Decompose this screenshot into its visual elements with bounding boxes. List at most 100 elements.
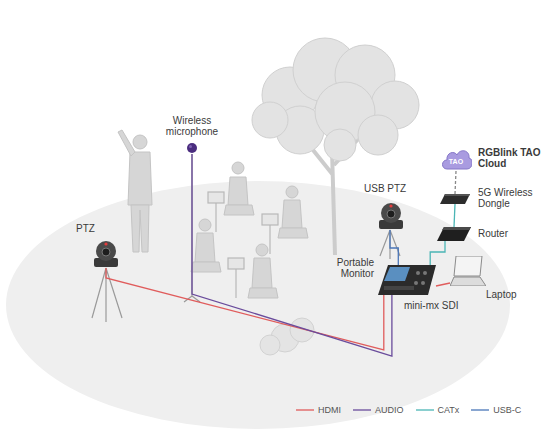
device-label: Router	[478, 228, 508, 239]
scene-circle	[189, 145, 192, 148]
music-stands	[208, 192, 278, 298]
device-icon	[437, 227, 471, 241]
scene-circle	[286, 186, 298, 198]
scene-path	[215, 203, 216, 232]
scene-path	[131, 205, 149, 252]
scene-path	[128, 152, 152, 205]
device-icon	[440, 145, 472, 171]
device-icon	[450, 256, 486, 286]
dongle-device: 5G Wireless Dongle	[440, 194, 470, 204]
scene-polygon	[384, 267, 410, 281]
scene-circle	[232, 162, 244, 174]
scene-circle	[133, 135, 147, 149]
tripods	[92, 230, 400, 322]
scene-rect	[262, 214, 278, 225]
scene-circle	[290, 318, 314, 342]
scene-rect	[384, 286, 414, 290]
legend-line	[296, 409, 314, 410]
scene-rect	[379, 220, 403, 229]
scene-path	[252, 258, 272, 288]
legend-line-sample	[416, 406, 434, 414]
legend-item: HDMI	[296, 405, 341, 415]
legend-line-sample	[296, 406, 314, 414]
scene-circle	[416, 271, 420, 275]
scene-polygon	[440, 194, 470, 204]
device-icon	[375, 200, 405, 230]
scene-path	[224, 205, 254, 215]
device-icon	[90, 238, 122, 268]
cable-line	[436, 283, 450, 286]
legend-text: HDMI	[318, 405, 341, 415]
legend-line-sample	[353, 406, 371, 414]
scene-polygon	[444, 194, 470, 196]
router-device: Router	[437, 227, 471, 241]
logo-text: TAO	[440, 158, 472, 166]
scene-circle	[256, 244, 268, 256]
device-label: USB PTZ	[364, 183, 406, 194]
scene-polygon	[442, 227, 471, 230]
legend-line	[353, 409, 371, 410]
legend-text: CATx	[438, 405, 460, 415]
device-label: Laptop	[486, 289, 517, 300]
scene-path	[228, 177, 248, 205]
scene-path	[235, 269, 236, 298]
scene-path	[195, 233, 215, 262]
cloud-service: RGBlink TAO CloudTAO	[440, 145, 472, 171]
people	[118, 130, 308, 298]
cable-line	[455, 171, 456, 194]
scene-polygon	[450, 277, 486, 286]
scene-path	[92, 268, 122, 322]
legend-line	[416, 409, 434, 410]
tree	[252, 38, 419, 255]
cable-line	[454, 204, 455, 227]
device-label: PTZ	[76, 223, 95, 234]
device-label: Wireless microphone	[156, 115, 228, 137]
legend-text: AUDIO	[375, 405, 404, 415]
legend-line-sample	[471, 406, 489, 414]
laptop-device: Laptop	[450, 256, 486, 286]
scene-path	[269, 225, 270, 254]
scene-polygon	[454, 256, 482, 276]
cable-line	[430, 241, 445, 265]
legend-item: USB-C	[471, 405, 521, 415]
scene-circle	[421, 281, 425, 285]
scene-polygon	[378, 265, 436, 295]
scene-path	[443, 151, 473, 169]
device-label: RGBlink TAO Cloud	[478, 147, 550, 169]
scene-circle	[187, 143, 197, 153]
scene-circle	[96, 241, 116, 261]
camera-device: PTZ	[90, 238, 122, 268]
switcher-device: mini-mx SDI	[378, 265, 436, 295]
scene-path	[118, 130, 135, 156]
device-label: mini-mx SDI	[404, 300, 458, 311]
legend-text: USB-C	[493, 405, 521, 415]
ground-disk	[6, 181, 510, 429]
scene-circle	[414, 281, 418, 285]
scene-circle	[324, 129, 356, 161]
cable-line	[390, 230, 398, 265]
legend: HDMI AUDIO CATx USB-C	[296, 405, 533, 415]
scene-circle	[423, 271, 427, 275]
device-label: 5G Wireless Dongle	[478, 187, 544, 209]
legend-item: AUDIO	[353, 405, 404, 415]
device-icon	[378, 265, 436, 295]
scene-circle	[389, 204, 392, 207]
scene-circle	[104, 242, 107, 245]
scene-path	[248, 288, 278, 298]
scene-circle	[358, 115, 398, 155]
part-label: Portable Monitor	[324, 257, 374, 279]
scene-circle	[199, 219, 211, 231]
scene-circle	[260, 335, 280, 355]
cable-line	[192, 154, 392, 356]
scene-rect	[94, 258, 118, 267]
scene-circle	[381, 203, 401, 223]
scene-rect	[208, 192, 224, 203]
scene-circle	[252, 102, 288, 138]
device-icon	[440, 194, 470, 204]
device-icon	[186, 142, 198, 154]
scene-circle	[387, 210, 395, 218]
legend-item: CATx	[416, 405, 460, 415]
